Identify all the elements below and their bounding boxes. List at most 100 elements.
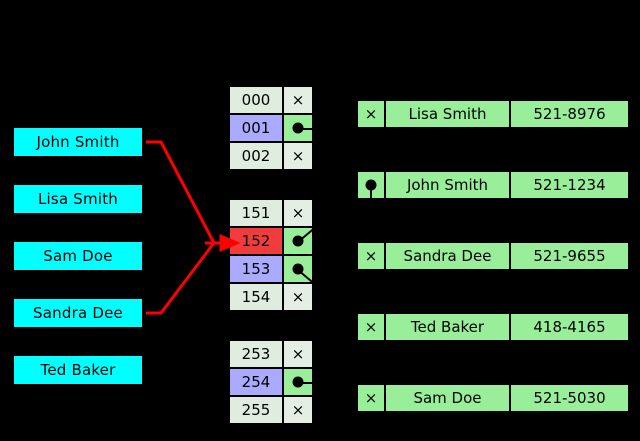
record-phone-label: 521-9655	[533, 247, 606, 265]
key-box-2[interactable]: Sam Doe	[14, 242, 142, 270]
record-phone-cell: 521-9655	[510, 242, 629, 270]
bucket-index-cell[interactable]: 255	[229, 396, 283, 424]
bucket-row: 151 ×	[229, 199, 313, 227]
bucket-row: 152	[229, 224, 319, 255]
record-name-cell: Lisa Smith	[385, 100, 510, 128]
bucket-index-label: 255	[241, 401, 271, 419]
bucket-index-cell[interactable]: 152	[229, 227, 283, 255]
bucket-index-label: 002	[241, 147, 271, 165]
bucket-pointer-cell[interactable]: ×	[283, 283, 313, 311]
bucket-index-label: 254	[241, 373, 271, 391]
key-box-0[interactable]: John Smith	[14, 128, 142, 156]
record-name-cell: Sam Doe	[385, 384, 510, 412]
nil-pointer-icon: ×	[291, 203, 305, 222]
bucket-row: 253 ×	[229, 340, 313, 368]
record-name-label: John Smith	[406, 176, 489, 194]
key-label: Lisa Smith	[38, 190, 118, 208]
key-label: Sam Doe	[43, 247, 113, 265]
nil-pointer-icon: ×	[291, 287, 305, 306]
bucket-row: 154 ×	[229, 283, 313, 311]
record-pointer-cell[interactable]: ×	[357, 313, 385, 341]
bucket-index-label: 153	[241, 260, 271, 278]
record-pointer-cell[interactable]: ×	[357, 384, 385, 412]
bucket-pointer-cell[interactable]	[283, 368, 318, 396]
key-label: John Smith	[36, 133, 120, 151]
key-label: Ted Baker	[40, 361, 116, 379]
key-box-3[interactable]: Sandra Dee	[14, 299, 142, 327]
bucket-index-label: 154	[241, 288, 271, 306]
bucket-row: 255 ×	[229, 396, 313, 424]
bucket-group-1: 151 × 152 153 154 ×	[229, 199, 319, 311]
record-row[interactable]: × Sam Doe 521-5030	[357, 384, 629, 412]
pointer-link-line	[297, 224, 319, 243]
bucket-index-cell[interactable]: 253	[229, 340, 283, 368]
bucket-index-cell[interactable]: 002	[229, 142, 283, 170]
nil-pointer-icon: ×	[364, 388, 378, 407]
nil-pointer-icon: ×	[364, 317, 378, 336]
collision-arrow-line-1	[146, 242, 216, 315]
pointer-dot-icon	[292, 263, 304, 275]
bucket-index-cell[interactable]: 153	[229, 255, 283, 283]
bucket-pointer-cell[interactable]	[283, 255, 319, 288]
bucket-index-cell[interactable]: 254	[229, 368, 283, 396]
record-name-label: Ted Baker	[410, 318, 485, 336]
bucket-row: 001	[229, 114, 318, 142]
record-phone-label: 521-1234	[533, 176, 606, 194]
bucket-pointer-cell[interactable]	[283, 224, 319, 255]
record-row[interactable]: × Ted Baker 418-4165	[357, 313, 629, 341]
record-name-label: Lisa Smith	[408, 105, 487, 123]
record-name-label: Sam Doe	[413, 389, 482, 407]
record-phone-label: 418-4165	[533, 318, 606, 336]
bucket-index-label: 253	[241, 345, 271, 363]
bucket-row: 254	[229, 368, 318, 396]
bucket-index-cell[interactable]: 001	[229, 114, 283, 142]
collision-arrow-line-0	[146, 140, 216, 244]
nil-pointer-icon: ×	[291, 90, 305, 109]
key-box-4[interactable]: Ted Baker	[14, 356, 142, 384]
record-row[interactable]: × Sandra Dee 521-9655	[357, 242, 629, 270]
nil-pointer-icon: ×	[291, 344, 305, 363]
pointer-link-line	[298, 382, 318, 384]
bucket-pointer-cell[interactable]: ×	[283, 340, 313, 368]
record-pointer-cell[interactable]: ×	[357, 100, 385, 128]
record-name-cell: Sandra Dee	[385, 242, 510, 270]
record-pointer-cell[interactable]: ×	[357, 242, 385, 270]
bucket-pointer-cell[interactable]: ×	[283, 142, 313, 170]
bucket-index-label: 000	[241, 91, 271, 109]
record-row[interactable]: John Smith 521-1234	[357, 171, 629, 207]
nil-pointer-icon: ×	[291, 146, 305, 165]
bucket-group-0: 000 × 001 002 ×	[229, 86, 318, 170]
pointer-link-line	[370, 185, 372, 207]
bucket-index-cell[interactable]: 151	[229, 199, 283, 227]
record-phone-cell: 521-8976	[510, 100, 629, 128]
bucket-pointer-cell[interactable]: ×	[283, 199, 313, 227]
record-name-cell: Ted Baker	[385, 313, 510, 341]
nil-pointer-icon: ×	[364, 104, 378, 123]
bucket-index-cell[interactable]: 154	[229, 283, 283, 311]
record-phone-cell: 418-4165	[510, 313, 629, 341]
record-row[interactable]: × Lisa Smith 521-8976	[357, 100, 629, 128]
record-name-label: Sandra Dee	[403, 247, 492, 265]
nil-pointer-icon: ×	[291, 400, 305, 419]
bucket-pointer-cell[interactable]: ×	[283, 396, 313, 424]
record-name-cell: John Smith	[385, 171, 510, 199]
bucket-pointer-cell[interactable]: ×	[283, 86, 313, 114]
record-phone-cell: 521-1234	[510, 171, 629, 199]
bucket-index-cell[interactable]: 000	[229, 86, 283, 114]
bucket-index-label: 001	[241, 119, 271, 137]
bucket-group-2: 253 × 254 255 ×	[229, 340, 318, 424]
pointer-link-line	[298, 128, 318, 130]
record-phone-cell: 521-5030	[510, 384, 629, 412]
key-box-1[interactable]: Lisa Smith	[14, 185, 142, 213]
bucket-row: 153	[229, 255, 319, 288]
record-pointer-cell[interactable]	[357, 171, 385, 207]
bucket-pointer-cell[interactable]	[283, 114, 318, 142]
record-phone-label: 521-5030	[533, 389, 606, 407]
key-label: Sandra Dee	[33, 304, 123, 322]
bucket-row: 002 ×	[229, 142, 313, 170]
bucket-index-label: 151	[241, 204, 271, 222]
bucket-index-label: 152	[241, 232, 271, 250]
nil-pointer-icon: ×	[364, 246, 378, 265]
record-phone-label: 521-8976	[533, 105, 606, 123]
